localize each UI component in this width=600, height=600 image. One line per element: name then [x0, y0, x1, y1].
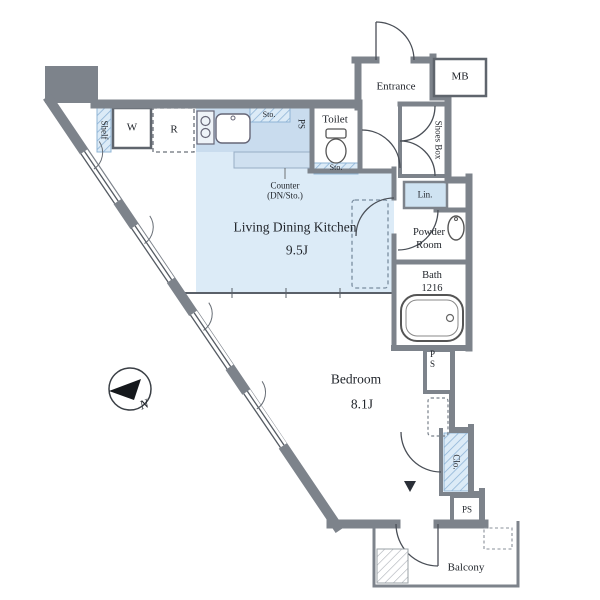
label-ps-bottom: PS [461, 504, 473, 515]
label-fridge: R [170, 123, 178, 136]
water-heater-dashed [427, 397, 449, 437]
meter-box [432, 57, 488, 98]
label-counter-line2: (DN/Sto.) [267, 190, 303, 201]
sink-icon [215, 113, 251, 144]
faucet-icon [230, 115, 236, 121]
window-swing-arcs [93, 141, 266, 410]
bath-drain-icon [445, 313, 455, 323]
washbasin-icon [447, 215, 465, 241]
entry-direction-arrow [404, 481, 416, 492]
label-powder-line2: Room [416, 239, 442, 251]
sanitary-fixtures [325, 128, 465, 342]
closet-strip [443, 432, 470, 492]
counter-peninsula [233, 151, 313, 169]
north-compass-icon [108, 367, 152, 411]
fridge-box [152, 107, 195, 153]
room-divider [178, 288, 394, 298]
label-counter-line1: Counter [270, 180, 300, 191]
label-mb: MB [451, 70, 469, 83]
entrance-door-arc [375, 21, 415, 61]
toilet-door-arc [361, 129, 401, 169]
label-ldk-size: 9.5J [285, 242, 309, 258]
label-sto-kitchen: Sto. [262, 110, 276, 119]
label-toilet: Toilet [322, 113, 348, 126]
label-washer: W [126, 121, 138, 134]
windows [78, 141, 287, 450]
ldk-dashed-storage [351, 199, 389, 289]
linen-box [402, 180, 449, 210]
label-bath-size: 1216 [421, 282, 443, 294]
door-arcs [355, 21, 442, 567]
balcony-hatch-square [376, 548, 409, 584]
toilet-icon [325, 128, 347, 139]
label-bedroom-name: Bedroom [330, 371, 382, 387]
label-entrance: Entrance [376, 80, 416, 93]
toilet-bowl-icon [325, 138, 347, 164]
washer-box [111, 106, 153, 150]
pipe-space-box [423, 348, 454, 394]
label-powder-line1: Powder [412, 226, 446, 238]
label-closet: Clo. [451, 454, 462, 470]
shoes-box-door-arc [399, 105, 436, 142]
label-ps-right: PS [427, 349, 438, 369]
bedroom-door-arc [400, 431, 442, 473]
bathtub-icon [400, 294, 464, 342]
label-ldk-name: Living Dining Kitchen [233, 219, 357, 235]
ldk-door-arc [355, 197, 395, 237]
label-sto-toilet: Sto. [329, 163, 343, 172]
label-bedroom-size: 8.1J [350, 396, 374, 412]
label-linen: Lin. [417, 189, 433, 200]
shoes-box-door-arc [399, 140, 436, 177]
balcony-dashed-unit [483, 527, 513, 550]
label-balcony: Balcony [447, 561, 485, 574]
corner-wall-block [45, 66, 98, 103]
label-shelf: Shelf [99, 120, 110, 140]
powder-room-door-arc [397, 209, 439, 251]
label-ps-kitchen: PS [296, 118, 307, 130]
balcony-outline [372, 521, 520, 588]
label-bath-name: Bath [422, 269, 442, 281]
label-shoes-box: Shoes Box [433, 120, 444, 160]
